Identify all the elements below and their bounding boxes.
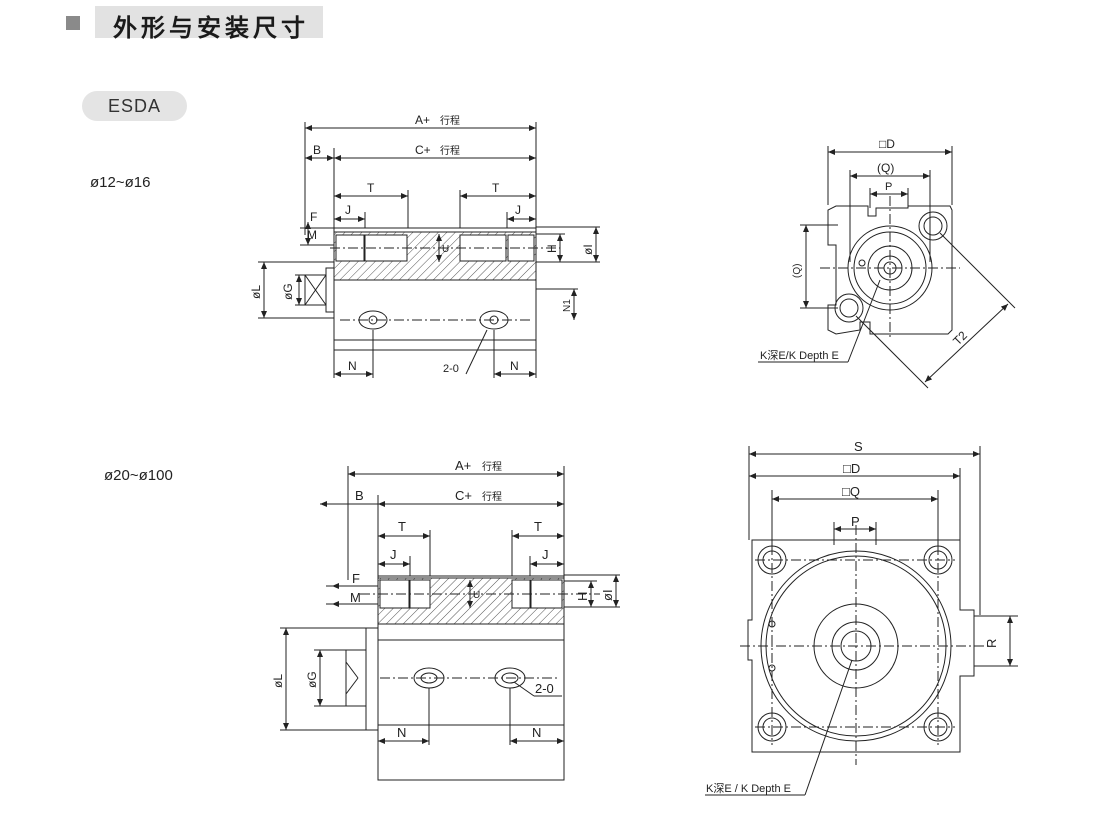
header-bullet	[66, 16, 80, 30]
end-view-small	[758, 146, 1016, 389]
dim-q-vert-small: (Q)	[792, 264, 803, 278]
range-label-small: ø12~ø16	[90, 174, 151, 191]
dim-d-large: □D	[843, 461, 860, 476]
dim-holes-small: 2-0	[443, 363, 459, 375]
dim-f-large: F	[352, 571, 360, 586]
side-view-large	[280, 466, 620, 781]
dim-n-right-small: N	[510, 359, 519, 373]
dim-f-small: F	[310, 210, 317, 224]
dim-n1-small: N1	[562, 299, 573, 312]
dim-holes-large: 2-0	[535, 681, 554, 696]
dim-t2-small: T2	[950, 328, 970, 348]
dim-j-left-small: J	[345, 203, 351, 217]
dim-t-right-large: T	[534, 519, 542, 534]
dim-i-small: øI	[581, 244, 595, 255]
header-bar	[95, 6, 323, 38]
dim-u-small: U	[442, 244, 449, 255]
model-badge: ESDA	[82, 91, 187, 121]
dim-n-right-large: N	[532, 725, 541, 740]
dim-c-large: C+	[455, 488, 472, 503]
end-view-large-labels: S □D □Q P R K深E / K Depth E	[706, 439, 999, 795]
dim-c-small: C+	[415, 143, 431, 157]
dim-s-large: S	[854, 439, 863, 454]
dim-stroke-large-c: 行程	[482, 490, 502, 503]
dim-g-large: øG	[305, 671, 319, 688]
dim-b-large: B	[355, 488, 364, 503]
depth-label-large: K深E / K Depth E	[706, 782, 791, 795]
side-view-small-labels: A+ 行程 B C+ 行程 T T J J F M U H øI N1 øL ø…	[249, 113, 595, 375]
dim-u-large: U	[473, 590, 480, 601]
dim-m-large: M	[350, 590, 361, 605]
depth-label-small: K深E/K Depth E	[760, 349, 839, 362]
dim-l-large: øL	[271, 674, 285, 688]
dim-b-small: B	[313, 143, 321, 157]
side-view-small	[258, 122, 600, 378]
dim-p-small: P	[885, 181, 892, 193]
dim-j-right-small: J	[515, 203, 521, 217]
dim-m-small: M	[307, 228, 317, 242]
dim-l-small: øL	[249, 285, 263, 299]
dim-a-small: A+	[415, 113, 430, 127]
dim-n-left-large: N	[397, 725, 406, 740]
dim-stroke-large-a: 行程	[482, 460, 502, 473]
dim-q-small: (Q)	[877, 161, 894, 175]
dim-q-large: □Q	[842, 484, 860, 499]
dim-j-left-large: J	[390, 547, 397, 562]
dim-h-large: H	[575, 592, 590, 601]
dim-p-large: P	[851, 514, 860, 529]
dim-i-large: øI	[600, 589, 615, 601]
dim-t-left-large: T	[398, 519, 406, 534]
dim-t-left-small: T	[367, 181, 375, 195]
dim-stroke-small-c: 行程	[440, 144, 460, 157]
dim-g-small: øG	[281, 283, 295, 300]
dim-j-right-large: J	[542, 547, 549, 562]
end-view-large	[705, 446, 1018, 796]
dim-r-large: R	[984, 639, 999, 648]
dim-d-small: □D	[879, 137, 895, 151]
page-title: 外形与安装尺寸	[113, 14, 309, 42]
dim-t-right-small: T	[492, 181, 500, 195]
range-label-large: ø20~ø100	[104, 467, 173, 484]
end-view-small-labels: □D (Q) P (Q) T2 K深E/K Depth E	[760, 137, 970, 362]
dim-h-small: H	[545, 244, 559, 253]
dim-n-left-small: N	[348, 359, 357, 373]
dim-stroke-small-a: 行程	[440, 114, 460, 127]
dim-a-large: A+	[455, 458, 471, 473]
side-view-large-labels: A+ 行程 B C+ 行程 T T J J F M U H øI øL øG N…	[271, 458, 615, 740]
